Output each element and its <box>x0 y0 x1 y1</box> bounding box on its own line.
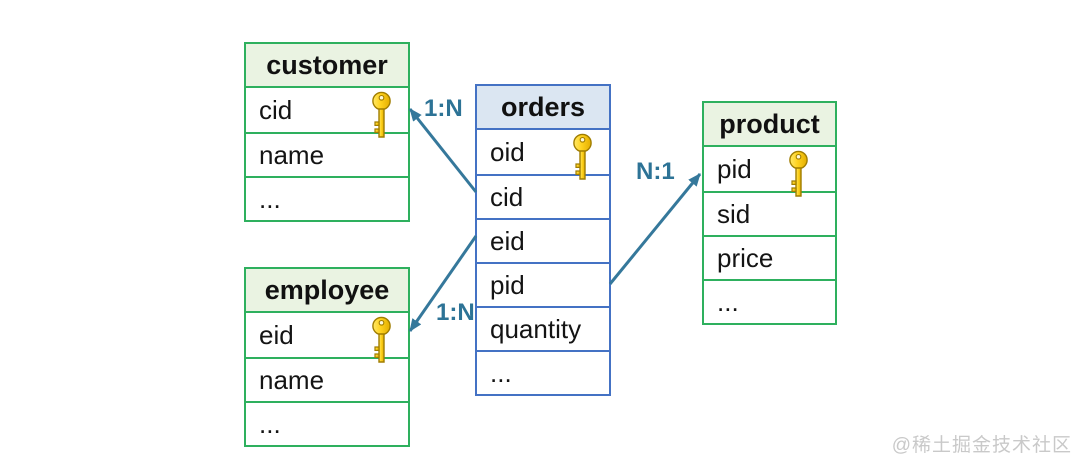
table-orders-title: orders <box>477 86 609 130</box>
table-row-ellipsis: ... <box>246 176 408 220</box>
table-row-ellipsis: ... <box>477 350 609 394</box>
table-row-name: name <box>246 132 408 176</box>
field-label: eid <box>490 225 525 256</box>
field-label: name <box>259 364 325 395</box>
table-row-quantity: quantity <box>477 306 609 350</box>
table-row-sid: sid <box>704 191 835 235</box>
relation-label-1n-customer: 1:N <box>424 95 463 122</box>
field-label: price <box>717 242 774 273</box>
field-label: cid <box>490 181 524 212</box>
relation-label-1n-employee: 1:N <box>436 299 475 326</box>
table-row-ellipsis: ... <box>246 401 408 445</box>
table-product-title: product <box>704 103 835 147</box>
table-row-cid: cid <box>477 174 609 218</box>
watermark: @稀土掘金技术社区 <box>891 435 1072 456</box>
field-label: name <box>259 139 325 170</box>
table-row-eid: eid <box>477 218 609 262</box>
field-label: quantity <box>490 313 582 344</box>
table-product: product pid sid price ... <box>702 101 837 325</box>
table-row-cid: cid <box>246 88 408 138</box>
field-label: cid <box>259 94 293 125</box>
table-row-name: name <box>246 357 408 401</box>
table-row-oid: oid <box>477 130 609 180</box>
table-row-ellipsis: ... <box>704 279 835 323</box>
relation-label-n1-product: N:1 <box>636 158 675 185</box>
field-label: ... <box>490 357 512 388</box>
table-employee: employee eid name ... <box>244 267 410 447</box>
table-row-eid: eid <box>246 313 408 363</box>
arrow-orders-product <box>608 173 702 285</box>
table-customer-title: customer <box>246 44 408 88</box>
table-orders: orders oid cid eid pid quantity ... <box>475 84 611 396</box>
table-customer: customer cid name ... <box>244 42 410 222</box>
field-label: pid <box>717 153 752 184</box>
field-label: eid <box>259 319 294 350</box>
field-label: pid <box>490 269 525 300</box>
table-row-pid: pid <box>477 262 609 306</box>
table-employee-title: employee <box>246 269 408 313</box>
table-row-pid: pid <box>704 147 835 197</box>
field-label: ... <box>717 286 739 317</box>
table-row-price: price <box>704 235 835 279</box>
field-label: oid <box>490 136 525 167</box>
field-label: ... <box>259 408 281 439</box>
field-label: sid <box>717 198 751 229</box>
field-label: ... <box>259 183 281 214</box>
